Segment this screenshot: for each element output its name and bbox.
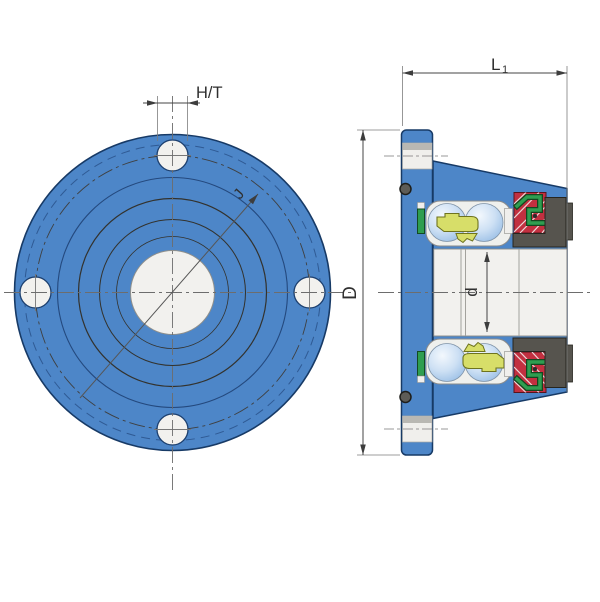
sensor-seal-top-pin [533,214,537,218]
l1-dimension: L 1 [402,55,568,392]
sensor-seal-bottom-insert [514,360,545,390]
l1-arrow-left [402,70,413,76]
bore-arrow-top [484,252,490,262]
inner-seal-top-backing [417,202,425,210]
cage-bottom-rail [463,341,486,352]
inner-seal-bottom-backing [417,375,425,383]
ht-dimension: H/T [143,84,223,141]
bore-dimension: d [462,252,490,332]
outer-ring-bottom-step [565,344,573,383]
bearing-ball-bottom-left [427,343,467,382]
cage-top-main [436,212,479,233]
ht-arrow-right [187,100,198,106]
inner-seal-top [417,208,425,234]
label-ht: H/T [196,84,223,102]
l1-arrow-right [556,70,567,76]
ht-arrow-left [147,100,158,106]
inner-ring-shoulder-bottom [504,351,513,377]
flange-bolt-hole-top-shadow [402,143,432,150]
j-leader-line [79,193,259,399]
grease-dot-bottom [399,390,412,404]
outer-ring-top [512,197,567,248]
inner-ring-shoulder-top [504,208,513,234]
d-arrow-top [360,130,366,141]
grease-dot-top [399,182,412,196]
flange-bolt-hole-bottom-shadow [402,416,432,423]
bore-arrow-bottom [484,322,490,332]
d-arrow-bottom [360,444,366,455]
front-view: J H/T [4,84,352,492]
section-view: L 1 D d [340,55,592,456]
label-d-outer: D [340,286,361,300]
label-l1-sub: 1 [502,64,508,76]
label-d-bore: d [462,287,481,296]
abs-sensor-seal-bottom [512,351,547,393]
inner-seal-bottom [417,351,425,377]
sensor-seal-bottom-pin [533,367,537,371]
label-l1-base: L [491,55,500,74]
d-outer-dimension: D [340,129,400,456]
cage-bottom-main [462,352,505,373]
outer-ring-top-step [565,202,573,241]
cage-top-rail [455,233,478,244]
abs-sensor-seal-top [512,192,547,234]
outer-ring-bottom [512,337,567,388]
sensor-seal-top-insert [514,195,545,225]
j-arrowhead [248,194,258,205]
